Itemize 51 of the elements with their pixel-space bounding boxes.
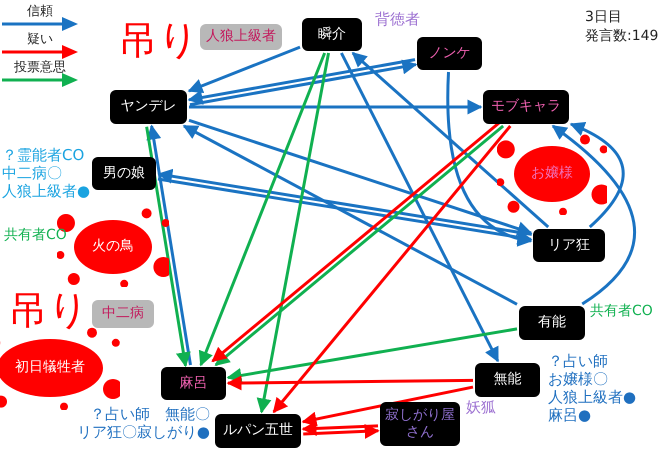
arrow <box>157 168 532 236</box>
hanged-player-box: 中二病 <box>92 300 154 328</box>
arrow <box>198 52 326 366</box>
arrow <box>552 124 636 306</box>
role-note: ？占い師 無能〇 <box>90 405 210 423</box>
role-note: 人狼上級者● <box>548 388 636 406</box>
hanged-player-box: 人狼上級者 <box>200 24 282 50</box>
role-note: 人狼上級者● <box>2 182 90 200</box>
arrow <box>188 46 301 94</box>
arrow <box>256 52 330 414</box>
arrow <box>446 72 532 246</box>
role-note: ？占い師 <box>548 352 608 370</box>
role-note: 麻呂● <box>548 406 592 424</box>
arrow <box>302 386 474 426</box>
arrow <box>226 327 518 383</box>
role-note: 背徳者 <box>375 10 420 28</box>
arrow <box>226 375 474 390</box>
player-box: 寂しがり屋さん <box>380 402 460 446</box>
player-box: リア狂 <box>533 229 605 262</box>
arrow <box>303 424 380 439</box>
player-box: モブキャラ <box>483 90 569 124</box>
arrow <box>188 118 532 236</box>
role-note: 妖狐 <box>466 398 496 416</box>
player-box: 男の娘 <box>92 157 156 190</box>
player-box: 麻呂 <box>161 367 226 400</box>
player-box: 有能 <box>519 306 585 340</box>
player-box: ルパン五世 <box>215 414 301 448</box>
arrow <box>352 52 550 228</box>
arrow <box>158 178 532 245</box>
role-note: 共有者CO <box>4 226 67 244</box>
legend-label: 投票意思 <box>13 59 67 76</box>
hanged-mark: 吊り <box>118 20 199 60</box>
player-box: ノンケ <box>417 37 482 70</box>
arrow <box>189 100 482 114</box>
role-note: リア狂〇寂しがり● <box>76 423 210 441</box>
arrow <box>272 125 512 414</box>
role-note: ？霊能者CO <box>2 146 84 164</box>
role-note: 共有者CO <box>590 302 653 320</box>
role-note: 中二病〇 <box>2 164 62 182</box>
role-note: お嬢様〇 <box>548 370 608 388</box>
status-text: 3日目 <box>585 8 622 26</box>
hanged-mark: 吊り <box>8 290 89 330</box>
player-box: 無能 <box>475 363 540 397</box>
legend-label: 疑い <box>26 31 54 48</box>
arrow <box>570 122 625 228</box>
player-box: 瞬介 <box>302 18 362 51</box>
player-box: ヤンデレ <box>110 90 187 124</box>
arrow <box>340 52 500 362</box>
arrow <box>182 124 518 306</box>
status-text: 発言数:149 <box>585 27 658 45</box>
legend-label: 信頼 <box>26 3 54 20</box>
